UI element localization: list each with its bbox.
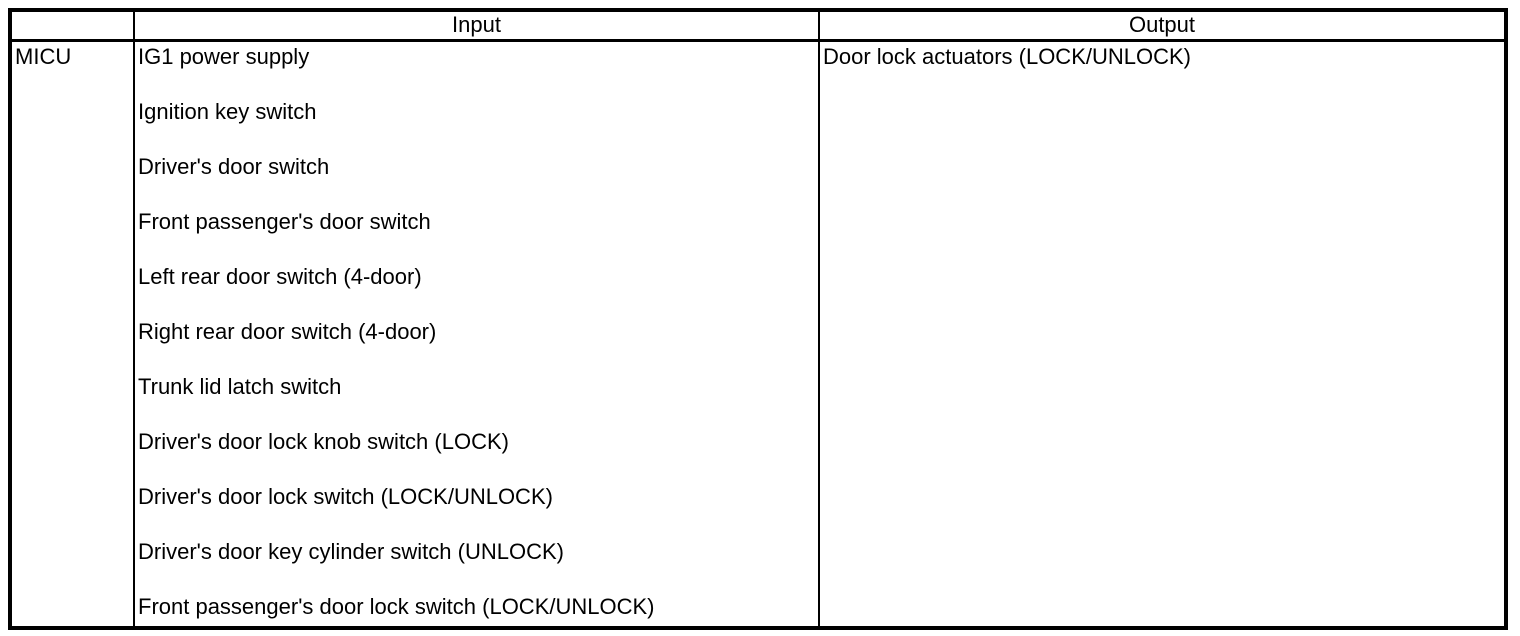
input-item: Left rear door switch (4-door): [138, 264, 422, 289]
input-item: Ignition key switch: [138, 99, 317, 124]
component-cell: MICU: [12, 42, 133, 626]
input-item: Front passenger's door switch: [138, 209, 431, 234]
input-item: Driver's door lock knob switch (LOCK): [138, 429, 509, 454]
component-name: MICU: [15, 44, 72, 69]
header-cell-input: Input: [133, 12, 818, 42]
input-item: Driver's door switch: [138, 154, 330, 179]
input-cell: IG1 power supply Ignition key switch Dri…: [133, 42, 818, 626]
header-cell-output: Output: [818, 12, 1504, 42]
input-item: Right rear door switch (4-door): [138, 319, 437, 344]
input-item: Trunk lid latch switch: [138, 374, 342, 399]
io-table: Input Output MICU IG1 power supply Ignit…: [8, 8, 1508, 630]
input-item: Driver's door lock switch (LOCK/UNLOCK): [138, 484, 553, 509]
output-item: Door lock actuators (LOCK/UNLOCK): [823, 44, 1191, 69]
input-item: Front passenger's door lock switch (LOCK…: [138, 594, 655, 619]
output-cell: Door lock actuators (LOCK/UNLOCK): [818, 42, 1504, 626]
input-item: Driver's door key cylinder switch (UNLOC…: [138, 539, 564, 564]
input-item: IG1 power supply: [138, 44, 310, 69]
header-cell-component: [12, 12, 133, 42]
